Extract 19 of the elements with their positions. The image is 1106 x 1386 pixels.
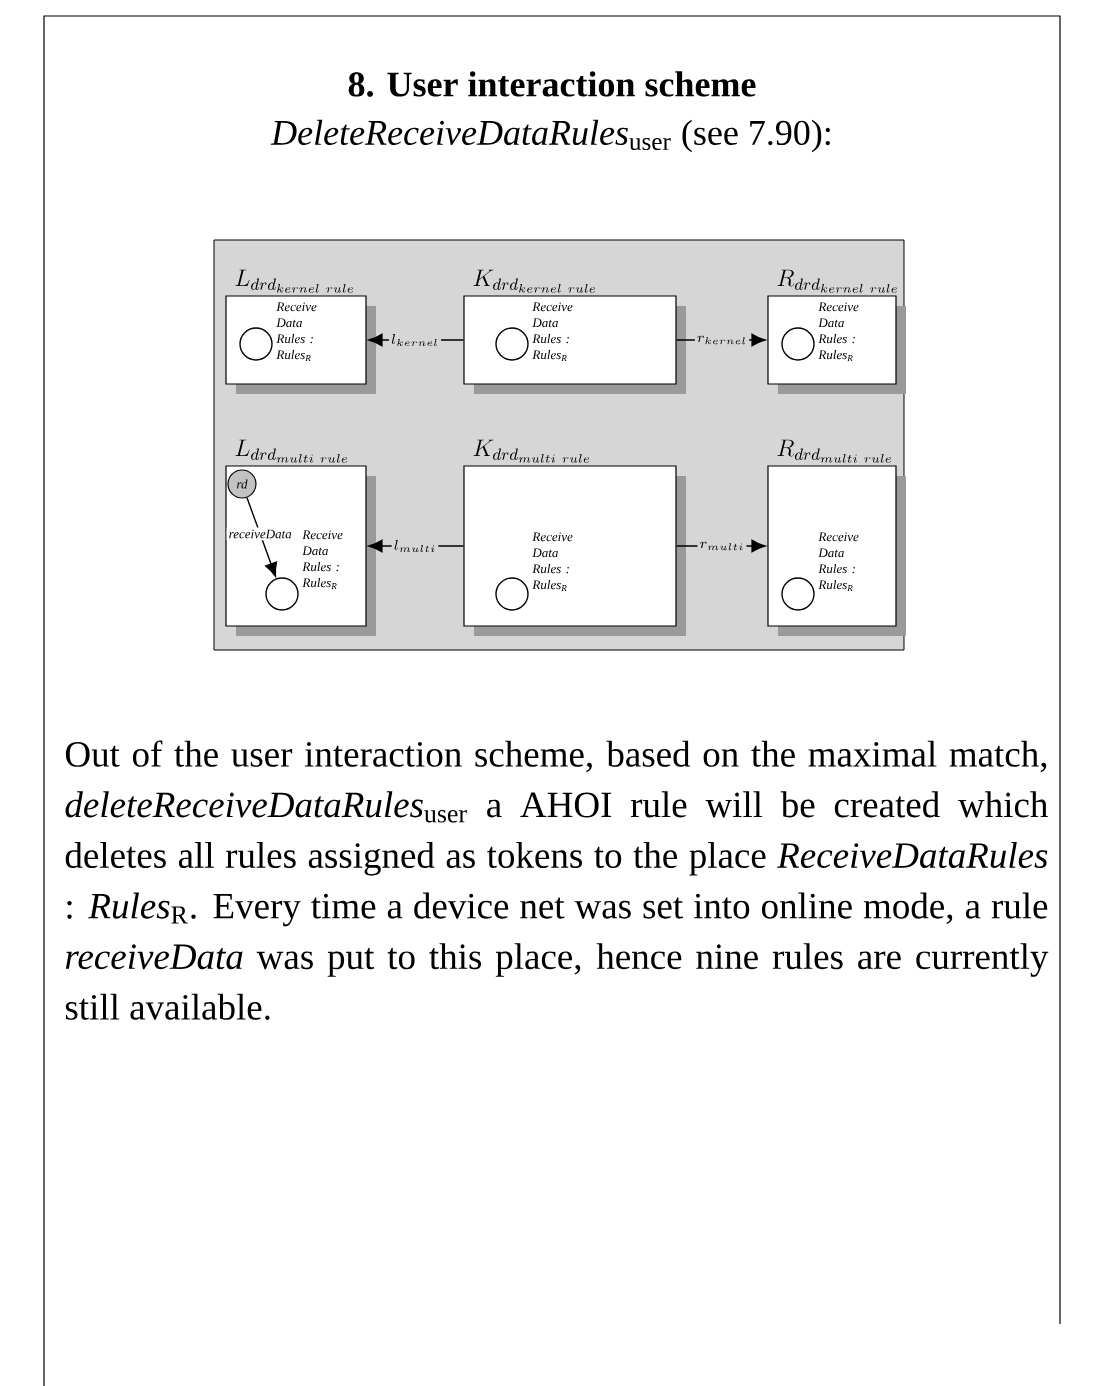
edge-label: $l_{multi}$: [391, 538, 439, 554]
place-circle: [239, 327, 273, 361]
place-circle: [781, 577, 815, 611]
node-label: $L_{drd_{kernel~rule}}$: [235, 269, 354, 293]
title: 8. User interaction scheme: [348, 71, 756, 97]
node-label: $R_{drd_{multi~rule}}$: [777, 439, 892, 463]
place-circle: [495, 327, 529, 361]
edge-label: $l_{kernel}$: [389, 332, 441, 348]
arrow: [246, 497, 278, 577]
place-circle: [265, 577, 299, 611]
arrow: [368, 539, 465, 553]
place-circle: [781, 327, 815, 361]
place-circle: [495, 577, 529, 611]
node-label: $K_{drd_{kernel~rule}}$: [473, 269, 596, 293]
paragraph: Out of the user interaction scheme, based on the maximal match, deleteReceiveDataRules$_{user}$ a AHOI rule will be created which deletes all rules assigned as tokens to the place ReceiveDataRules : Rules$_{R}$. Every time a device net was set into online mode, a rule receiveData was put to this place, hence nine rules are currently still available.: [65, 740, 1049, 1020]
subtitle: DeleteReceiveDataRules$_{user}$ (see 7.90):: [270, 119, 830, 153]
node-label: $L_{drd_{multi~rule}}$: [235, 439, 348, 463]
node-label: $K_{drd_{multi~rule}}$: [473, 439, 590, 463]
node-label: $R_{drd_{kernel~rule}}$: [777, 269, 897, 293]
